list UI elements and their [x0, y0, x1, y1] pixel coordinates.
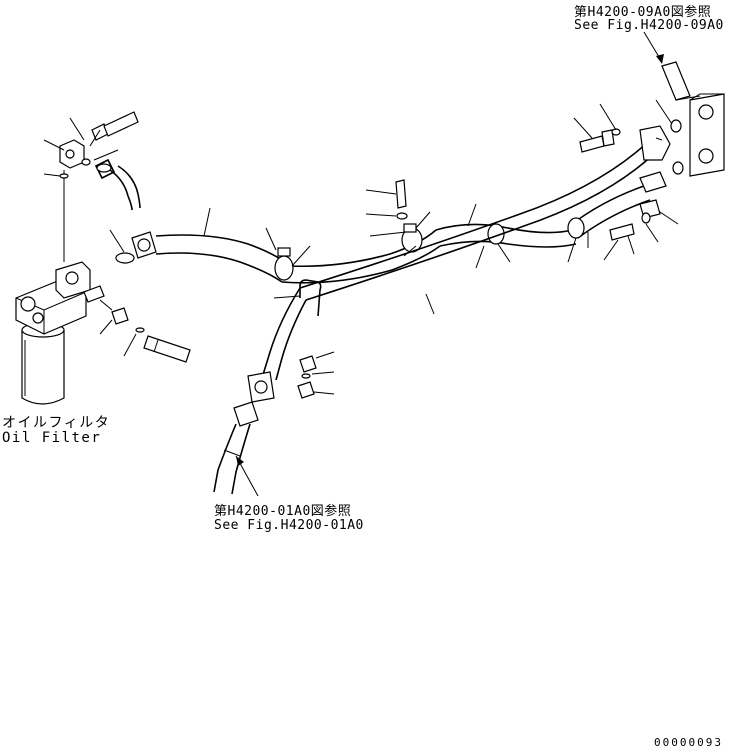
ref-label-mid-jp: 第H4200-01A0図参照: [214, 504, 352, 519]
hose-stub-top-left: [91, 111, 141, 211]
diagonal-pipe: [247, 125, 671, 403]
ref-label-top-en: See Fig.H4200-09A0: [574, 18, 724, 33]
filter-label-en: Oil Filter: [2, 430, 102, 446]
elbow-fitting: [59, 139, 91, 262]
o-ring: [115, 252, 135, 264]
drain-fittings: [111, 307, 191, 363]
drawing-code: 00000093: [654, 736, 723, 749]
upper-pipe: [131, 223, 577, 284]
oil-filter: [15, 261, 105, 405]
lower-hose: [213, 401, 259, 495]
filter-label-jp: オイルフィルタ: [2, 415, 111, 431]
bolts-washers: [297, 128, 651, 399]
leader-lines: [43, 31, 679, 497]
ref-label-top-jp: 第H4200-09A0図参照: [574, 5, 712, 20]
ref-label-mid-en: See Fig.H4200-01A0: [214, 518, 364, 533]
valve-bracket: [661, 61, 725, 177]
